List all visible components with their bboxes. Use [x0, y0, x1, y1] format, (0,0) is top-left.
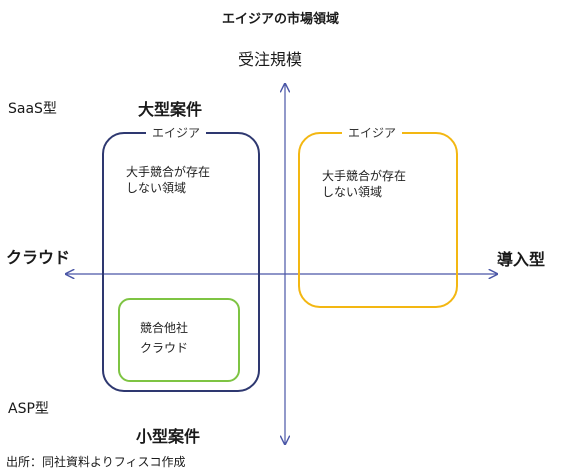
box-competitor-line1: 競合他社 [140, 321, 189, 335]
quadrant-label-small: 小型案件 [136, 427, 201, 446]
box-eijia-left-line1: 大手競合が存在 [126, 165, 211, 179]
side-label-saas: SaaS型 [8, 101, 57, 117]
box-eijia-left-title: エイジア [146, 125, 207, 141]
source-note: 出所：同社資料よりフィスコ作成 [6, 455, 186, 469]
axis-label-top: 受注規模 [238, 50, 303, 69]
diagram-title: エイジアの市場領域 [221, 12, 339, 27]
box-eijia-left: エイジア 大手競合が存在 しない領域 [102, 125, 260, 392]
side-label-asp: ASP型 [8, 401, 49, 417]
box-eijia-right-line2: しない領域 [322, 185, 383, 199]
box-eijia-right-line1: 大手競合が存在 [322, 169, 407, 183]
box-competitor-cloud: 競合他社 クラウド [118, 298, 240, 382]
box-eijia-right: エイジア 大手競合が存在 しない領域 [298, 125, 458, 308]
box-eijia-left-line2: しない領域 [126, 181, 187, 195]
box-competitor-line2: クラウド [140, 341, 189, 355]
quadrant-label-large: 大型案件 [138, 100, 203, 119]
axis-label-left: クラウド [6, 248, 71, 267]
axis-label-right: 導入型 [497, 250, 546, 269]
box-eijia-right-title: エイジア [342, 125, 403, 141]
